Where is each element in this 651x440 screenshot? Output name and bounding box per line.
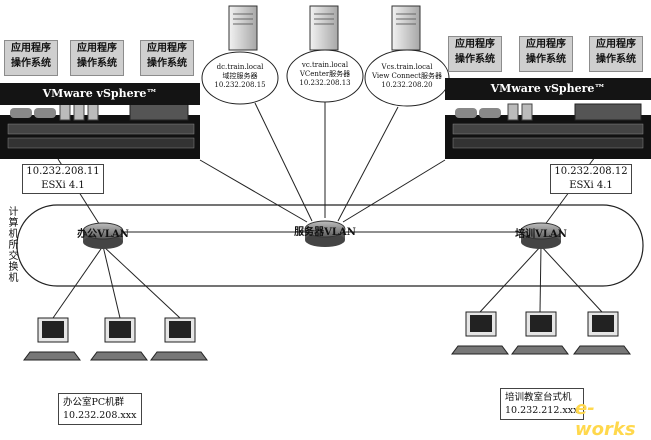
server-label-view: Vcs.train.local View Connect服务器 10.232.2… <box>372 63 442 89</box>
right-host-hardware <box>445 103 651 159</box>
right-host-label: 10.232.208.12 ESXi 4.1 <box>550 164 632 194</box>
server-tower-icon-view <box>391 5 421 51</box>
server-label-vc: vc.train.local VCenter服务器 10.232.208.13 <box>299 61 351 87</box>
server-bubble-dc <box>201 51 279 105</box>
connection-lines <box>52 100 603 319</box>
left-app-box-3: 应用程序 操作系统 <box>140 40 194 76</box>
left-host-label: 10.232.208.11 ESXi 4.1 <box>22 164 104 194</box>
desktop-pc-icon <box>511 311 569 355</box>
vlan-label-office: 办公VLAN <box>77 229 129 240</box>
storage-icon <box>455 108 477 118</box>
switch-icon-training <box>520 222 562 249</box>
desktop-pc-icon <box>507 103 519 121</box>
vlan-label-server: 服务器VLAN <box>294 227 356 238</box>
left-app-box-1: 应用程序 操作系统 <box>4 40 58 76</box>
office-pc-group <box>23 317 208 361</box>
desktop-pc-icon <box>59 103 71 121</box>
training-pc-label: 培训教室台式机 10.232.212.xxx <box>500 388 584 420</box>
office-pc-label: 办公室PC机群 10.232.208.xxx <box>58 393 142 425</box>
training-pc-group <box>451 311 631 355</box>
storage-icon <box>10 108 32 118</box>
switch-icon-office <box>82 222 124 249</box>
desktop-pc-icon <box>451 311 509 355</box>
desktop-pc-icon <box>90 317 148 361</box>
vlan-label-training: 培训VLAN <box>515 229 567 240</box>
desktop-pc-icon <box>150 317 208 361</box>
rack-server-icon <box>129 103 189 121</box>
switch-group-label: 计算机所交换机 <box>6 206 17 283</box>
right-app-box-3: 应用程序 操作系统 <box>589 36 643 72</box>
right-vsphere-bar: VMware vSphere™ <box>445 78 651 100</box>
server-tower-icon-dc <box>228 5 258 51</box>
left-app-box-2: 应用程序 操作系统 <box>70 40 124 76</box>
server-label-dc: dc.train.local 域控服务器 10.232.208.15 <box>214 63 266 89</box>
rack-server-icon <box>574 103 642 121</box>
diagram-canvas <box>0 5 651 361</box>
storage-icon <box>479 108 501 118</box>
left-vsphere-bar: VMware vSphere™ <box>0 83 200 105</box>
switch-icon-server <box>304 220 346 247</box>
switch-enclosure <box>16 204 644 287</box>
eworks-logo: e-works <box>575 398 636 440</box>
storage-icon <box>34 108 56 118</box>
right-app-box-1: 应用程序 操作系统 <box>448 36 502 72</box>
left-host-hardware <box>0 103 200 159</box>
desktop-pc-icon <box>573 311 631 355</box>
network-diagram: 应用程序 操作系统 应用程序 操作系统 应用程序 操作系统 VMware vSp… <box>0 5 651 440</box>
right-app-box-2: 应用程序 操作系统 <box>519 36 573 72</box>
desktop-pc-icon <box>23 317 81 361</box>
server-tower-icon-vc <box>309 5 339 51</box>
server-bubble-vc <box>286 49 364 103</box>
